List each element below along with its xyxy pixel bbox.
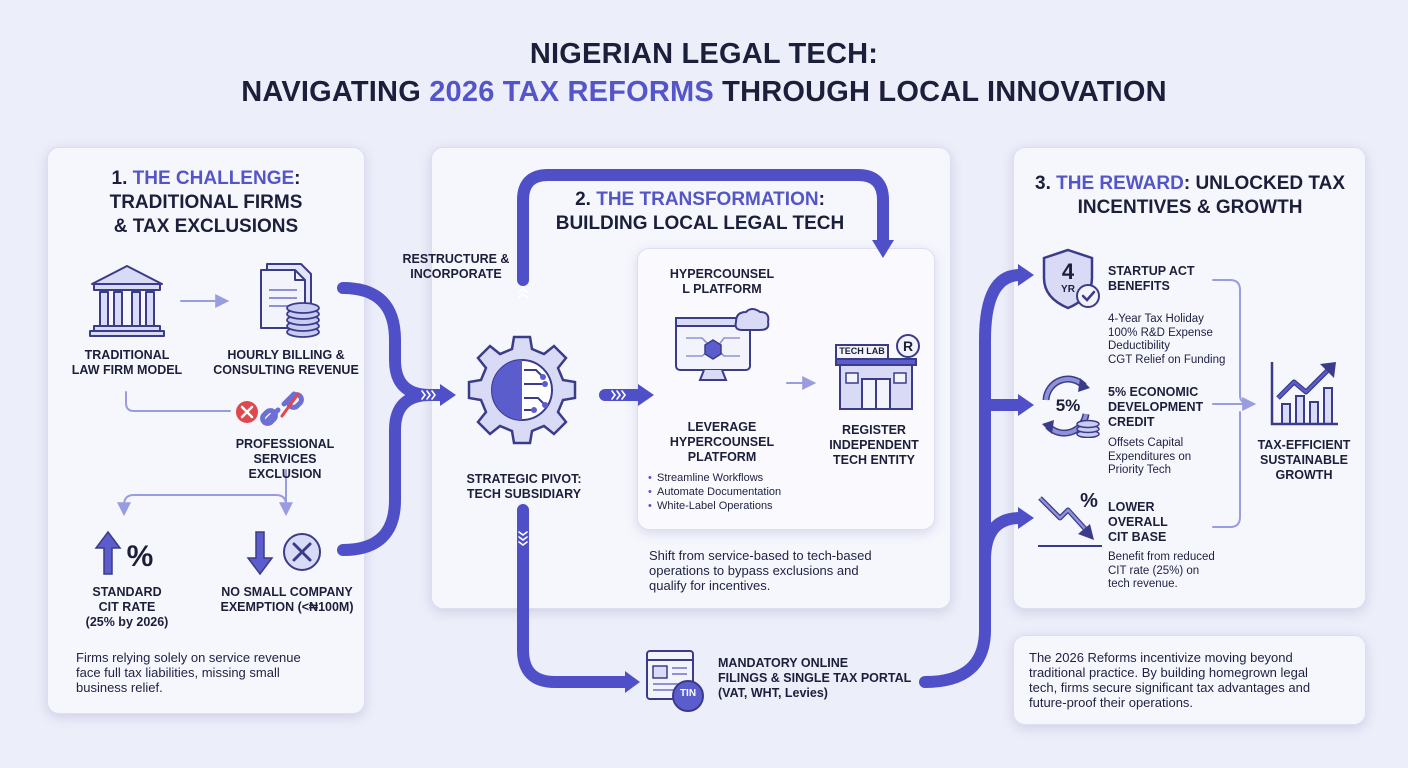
conclusion-text: The 2026 Reforms incentivize moving beyo… [1029,650,1311,710]
services-exclusion-label: PROFESSIONAL SERVICES EXCLUSION [235,437,335,481]
credit-percent: 5% [1055,396,1081,415]
page-title-line2: NAVIGATING 2026 TAX REFORMS THROUGH LOCA… [0,76,1408,109]
lower-cit-desc: Benefit from reduced CIT rate (25%) on t… [1108,551,1215,590]
tin-badge: TIN [679,688,697,699]
arrow-up-percent-icon: % [94,530,154,575]
heading-line2: TRADITIONAL FIRMS [109,192,303,213]
title-text: NAVIGATING [241,76,430,108]
document-coins-icon [260,263,320,338]
list-item: Automate Documentation [648,485,818,499]
restructure-label: RESTRUCTURE & INCORPORATE [402,252,510,281]
strategic-pivot-label: STRATEGIC PIVOT: TECH SUBSIDIARY [466,472,582,501]
economic-credit-title: 5% ECONOMIC DEVELOPMENT CREDIT [1108,385,1204,429]
startup-act-title: STARTUP ACT BENEFITS [1108,264,1195,293]
lower-cit-title: LOWER OVERALL CIT BASE [1108,500,1168,544]
conclusion-panel [1013,635,1366,725]
tech-lab-building-icon [835,334,920,410]
portal-label: MANDATORY ONLINE FILINGS & SINGLE TAX PO… [718,656,912,700]
portal-window-icon [646,650,704,712]
platform-benefits-list: Streamline Workflows Automate Documentat… [648,471,818,513]
growth-chart-icon [1270,362,1338,426]
refresh-coins-icon [1042,375,1100,438]
svg-text:%: % [127,540,154,573]
monitor-cloud-icon [675,308,770,381]
flow-hourly-to-pivot [337,282,446,401]
heading-accent: THE TRANSFORMATION [596,189,819,210]
shield-check-icon [1042,248,1100,310]
tech-lab-sign: TECH LAB [839,346,885,356]
heading-num: 3. [1035,173,1057,194]
challenge-panel [47,147,365,714]
arrow-down-cancel-icon [246,531,321,576]
platform-title: HYPERCOUNSEL L PLATFORM [669,267,775,296]
standard-cit-label: STANDARD CIT RATE (25% by 2026) [85,585,169,629]
transformation-heading: 2. THE TRANSFORMATION: BUILDING LOCAL LE… [540,188,860,236]
title-accent: 2026 TAX REFORMS [429,76,714,108]
growth-label: TAX-EFFICIENT SUSTAINABLE GROWTH [1257,438,1351,482]
shield-unit: YR [1061,284,1075,295]
challenge-heading: 1. THE CHALLENGE: TRADITIONAL FIRMS & TA… [47,167,365,239]
register-entity-label: REGISTER INDEPENDENT TECH ENTITY [829,423,919,467]
trend-down-percent-icon [1038,496,1102,547]
hourly-billing-label: HOURLY BILLING & CONSULTING REVENUE [213,348,359,377]
flow-pivot-to-portal [517,504,631,688]
traditional-model-label: TRADITIONAL LAW FIRM MODEL [71,348,183,377]
no-small-company-label: NO SMALL COMPANY EXEMPTION (<₦100M) [220,585,354,614]
title-text-end: THROUGH LOCAL INNOVATION [713,76,1167,108]
heading-rest: : [818,189,825,210]
heading-rest: : UNLOCKED TAX [1183,173,1345,194]
heading-accent: THE REWARD [1056,173,1184,194]
page-title-line1: NIGERIAN LEGAL TECH: [529,38,879,70]
transformation-summary: Shift from service-based to tech-based o… [649,548,872,593]
cit-percent-glyph: % [1080,490,1098,512]
heading-line3: & TAX EXCLUSIONS [113,216,299,237]
registered-mark: R [902,338,914,354]
heading-line2: BUILDING LOCAL LEGAL TECH [555,213,845,234]
reward-heading: 3. THE REWARD: UNLOCKED TAX INCENTIVES &… [1020,172,1360,220]
challenge-summary: Firms relying solely on service revenue … [76,650,301,695]
flow-to-startup [919,269,1026,688]
flow-pivot-to-platform [517,169,889,286]
list-item: White-Label Operations [648,499,818,513]
shield-number: 4 [1061,259,1075,284]
gear-circuit-icon [467,335,577,445]
heading-num: 2. [575,189,597,210]
heading-rest: : [294,168,301,189]
list-item: Streamline Workflows [648,471,818,485]
courthouse-icon [89,265,165,337]
broken-link-icon [236,391,304,426]
leverage-platform-label: LEVERAGE HYPERCOUNSEL PLATFORM [669,420,775,464]
economic-credit-desc: Offsets Capital Expenditures on Priority… [1108,437,1192,476]
heading-num: 1. [111,168,133,189]
startup-act-desc: 4-Year Tax Holiday 100% R&D Expense Dedu… [1108,313,1226,366]
flow-to-cit [979,512,1026,566]
heading-accent: THE CHALLENGE [132,168,295,189]
heading-line2: INCENTIVES & GROWTH [1077,197,1303,218]
